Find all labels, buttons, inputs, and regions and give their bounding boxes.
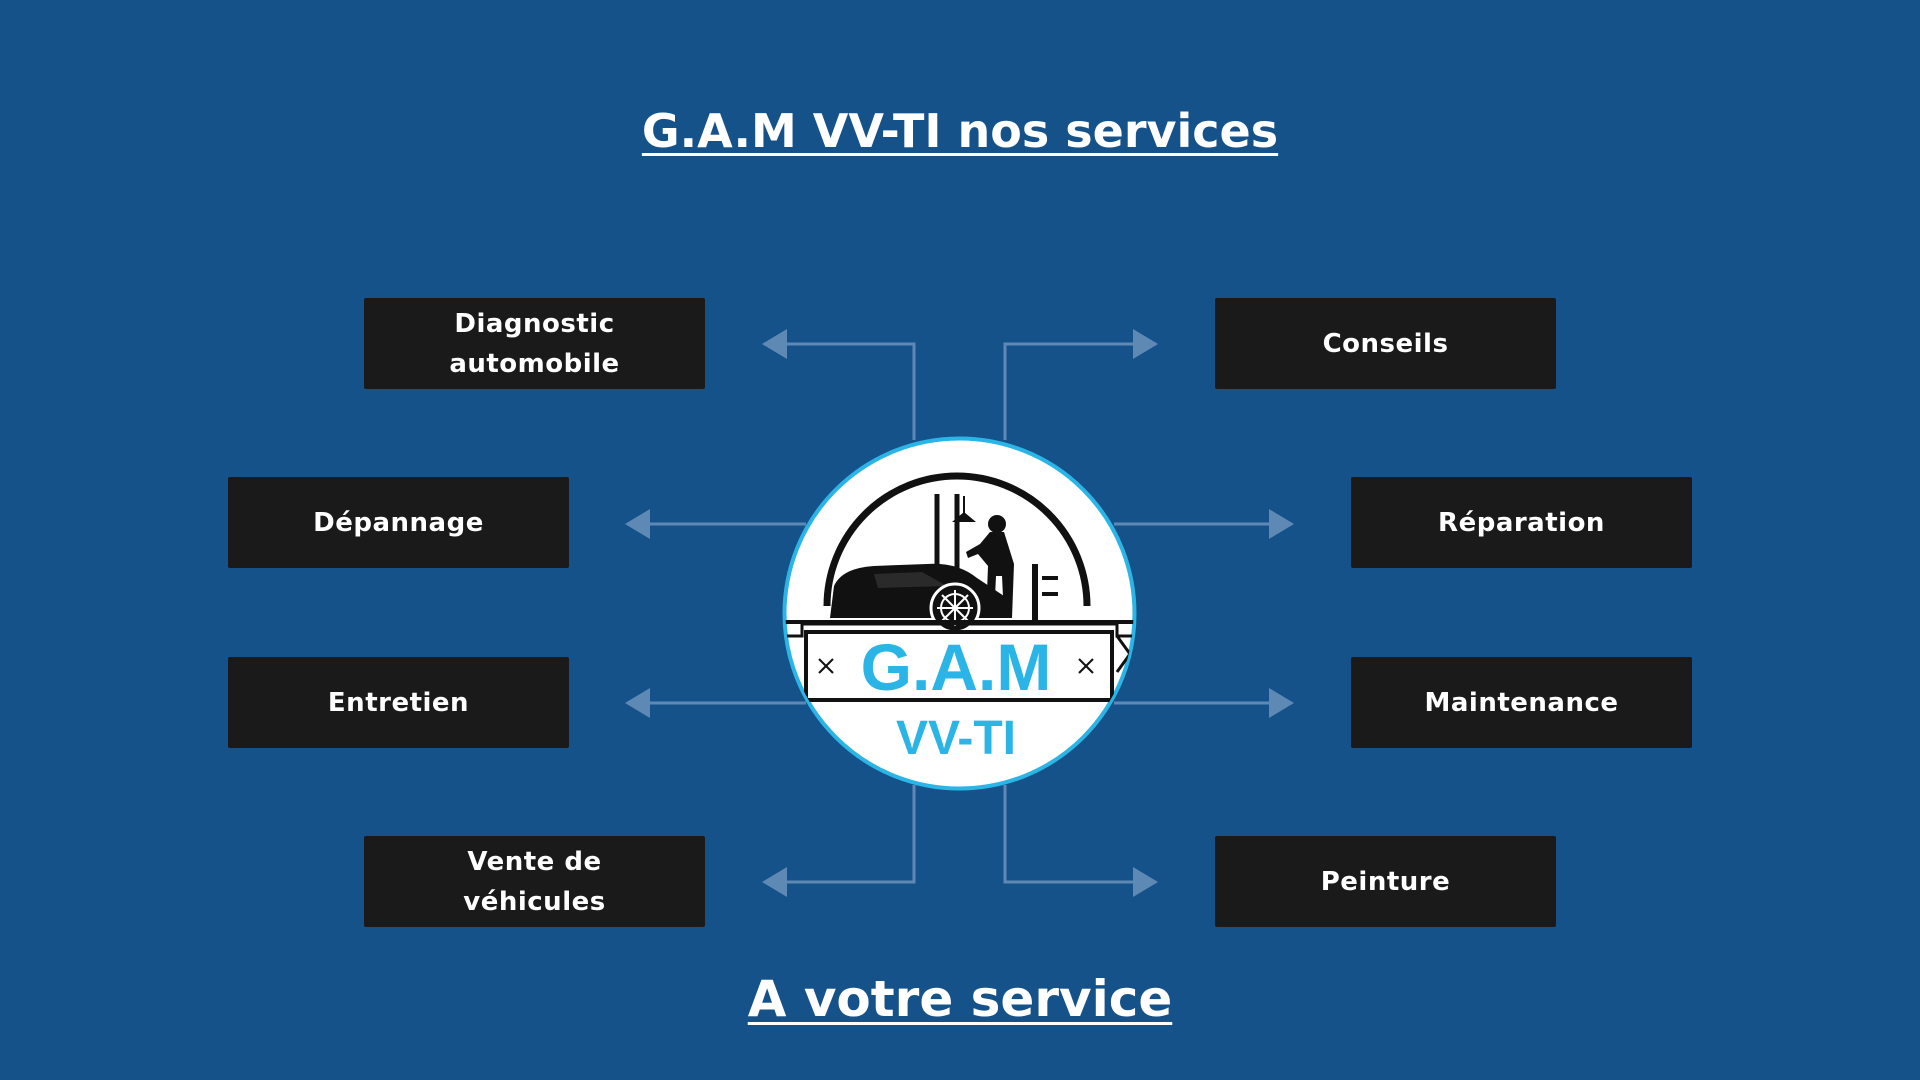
gam-logo: G.A.M VV-TI [782, 436, 1137, 791]
connector-conseils [1003, 342, 1142, 440]
service-box-reparation: Réparation [1351, 477, 1692, 568]
connector-peinture [1003, 785, 1142, 884]
service-box-maintenance: Maintenance [1351, 657, 1692, 748]
logo-banner [804, 630, 1114, 702]
footer-title: A votre service [747, 970, 1173, 1028]
crossed-wrench-icon-left [818, 658, 834, 674]
connector-vente [778, 785, 916, 884]
arrow-head-diagnostic [762, 329, 787, 359]
arrow-head-depannage [625, 509, 650, 539]
arrow-head-maintenance [1269, 688, 1294, 718]
arrow-head-entretien [625, 688, 650, 718]
crossed-wrench-icon-right [1078, 658, 1094, 674]
service-box-conseils: Conseils [1215, 298, 1556, 389]
arrow-head-peinture [1133, 867, 1158, 897]
lamp-icon [952, 512, 976, 522]
arrow-head-vente [762, 867, 787, 897]
arrow-head-conseils [1133, 329, 1158, 359]
connector-diagnostic [778, 342, 916, 440]
service-box-diagnostic: Diagnostic automobile [364, 298, 705, 389]
service-box-entretien: Entretien [228, 657, 569, 748]
service-box-depannage: Dépannage [228, 477, 569, 568]
mechanic-icon [966, 515, 1014, 618]
garage-arch [823, 472, 1091, 607]
page-title: G.A.M VV-TI nos services [641, 104, 1279, 158]
arrow-head-reparation [1269, 509, 1294, 539]
logo-name: G.A.M [861, 630, 1052, 704]
service-box-vente: Vente de véhicules [364, 836, 705, 927]
logo-subtitle: VV-TI [896, 712, 1016, 765]
service-box-peinture: Peinture [1215, 836, 1556, 927]
